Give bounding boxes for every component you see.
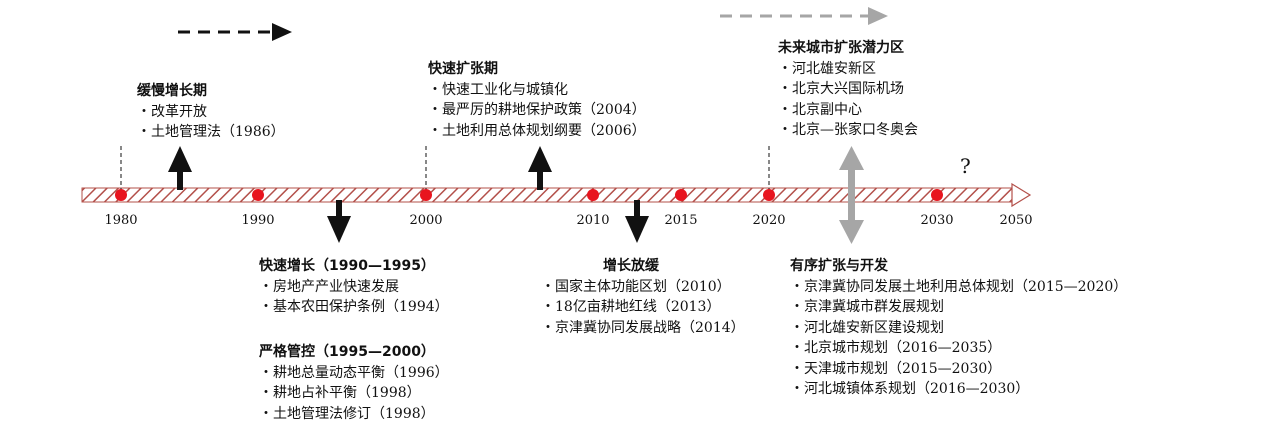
block-title: 增长放缓 xyxy=(603,258,659,274)
down-arrow-fast-growth xyxy=(327,200,351,243)
block-strict-control: 严格管控（1995—2000） 耕地总量动态平衡（1996） 耕地占补平衡（19… xyxy=(259,342,449,424)
block-title: 有序扩张与开发 xyxy=(790,258,888,274)
list-item: 改革开放 xyxy=(137,102,285,123)
block-slow-growth: 缓慢增长期 改革开放 土地管理法（1986） xyxy=(137,81,285,143)
bidirectional-arrow-gray xyxy=(839,146,864,244)
list-item: 土地管理法（1986） xyxy=(137,122,285,143)
year-label-2030: 2030 xyxy=(920,213,954,228)
year-label-2020: 2020 xyxy=(752,213,786,228)
list-item: 天津城市规划（2015—2030） xyxy=(790,359,1127,380)
year-dot-2015 xyxy=(675,189,687,201)
block-title: 快速扩张期 xyxy=(428,61,498,77)
year-label-2015: 2015 xyxy=(664,213,698,228)
year-dot-2020 xyxy=(763,189,775,201)
up-arrow-fast-expansion xyxy=(528,146,552,190)
block-slowdown: 增长放缓 国家主体功能区划（2010） 18亿亩耕地红线（2013） 京津冀协同… xyxy=(541,256,745,338)
future-question-mark: ? xyxy=(960,154,971,178)
down-arrow-slowdown xyxy=(625,200,649,243)
block-title: 快速增长（1990—1995） xyxy=(259,258,435,274)
list-item: 房地产产业快速发展 xyxy=(259,277,449,298)
list-item: 最严厉的耕地保护政策（2004） xyxy=(428,100,646,121)
year-label-2000: 2000 xyxy=(409,213,443,228)
block-future-potential: 未来城市扩张潜力区 河北雄安新区 北京大兴国际机场 北京副中心 北京—张家口冬奥… xyxy=(778,38,918,141)
year-label-2010: 2010 xyxy=(576,213,610,228)
year-label-1980: 1980 xyxy=(104,213,138,228)
list-item: 耕地总量动态平衡（1996） xyxy=(259,363,449,384)
list-item: 河北雄安新区建设规划 xyxy=(790,318,1127,339)
year-dot-1980 xyxy=(115,189,127,201)
list-item: 河北城镇体系规划（2016—2030） xyxy=(790,379,1127,400)
list-item: 北京城市规划（2016—2035） xyxy=(790,338,1127,359)
legend-dashed-arrow-dark xyxy=(178,23,292,41)
block-fast-expansion: 快速扩张期 快速工业化与城镇化 最严厉的耕地保护政策（2004） 土地利用总体规… xyxy=(428,59,646,141)
legend-dashed-arrow-gray xyxy=(720,7,888,25)
up-arrow-slow-growth xyxy=(168,146,192,190)
year-dot-2030 xyxy=(931,189,943,201)
list-item: 耕地占补平衡（1998） xyxy=(259,383,449,404)
year-dot-1990 xyxy=(252,189,264,201)
block-orderly-expansion: 有序扩张与开发 京津冀协同发展土地利用总体规划（2015—2020） 京津冀城市… xyxy=(790,256,1127,400)
list-item: 京津冀协同发展土地利用总体规划（2015—2020） xyxy=(790,277,1127,298)
year-dots xyxy=(115,189,943,201)
list-item: 基本农田保护条例（1994） xyxy=(259,297,449,318)
year-label-1990: 1990 xyxy=(241,213,275,228)
block-title: 未来城市扩张潜力区 xyxy=(778,40,904,56)
list-item: 快速工业化与城镇化 xyxy=(428,80,646,101)
list-item: 北京副中心 xyxy=(778,100,918,121)
year-dot-2000 xyxy=(420,189,432,201)
list-item: 北京—张家口冬奥会 xyxy=(778,120,918,141)
block-title: 严格管控（1995—2000） xyxy=(259,344,435,360)
block-title: 缓慢增长期 xyxy=(137,83,207,99)
timeline-bar xyxy=(81,182,1032,208)
block-fast-growth: 快速增长（1990—1995） 房地产产业快速发展 基本农田保护条例（1994） xyxy=(259,256,449,318)
list-item: 土地利用总体规划纲要（2006） xyxy=(428,121,646,142)
list-item: 京津冀协同发展战略（2014） xyxy=(541,318,745,339)
year-dot-2010 xyxy=(587,189,599,201)
year-label-2050: 2050 xyxy=(999,213,1033,228)
list-item: 京津冀城市群发展规划 xyxy=(790,297,1127,318)
list-item: 土地管理法修订（1998） xyxy=(259,404,449,425)
list-item: 河北雄安新区 xyxy=(778,59,918,80)
list-item: 国家主体功能区划（2010） xyxy=(541,277,745,298)
list-item: 18亿亩耕地红线（2013） xyxy=(541,297,745,318)
list-item: 北京大兴国际机场 xyxy=(778,79,918,100)
